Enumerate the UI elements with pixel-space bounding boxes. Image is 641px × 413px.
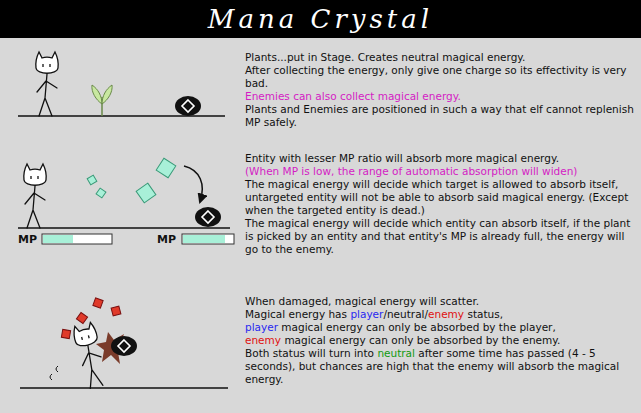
text-block: Plants...put in Stage. Creates neutral m…: [245, 51, 635, 129]
note-text: enemy: [428, 308, 464, 320]
paragraph: Entity with lesser MP ratio will absorb …: [245, 152, 635, 165]
paragraph: Plants and Enemies are positioned in suc…: [245, 103, 635, 129]
title: Mana Crystal: [208, 4, 433, 34]
paragraph: (When MP is low, the range of automatic …: [245, 165, 635, 178]
note-text: Both status will turn into: [245, 347, 374, 359]
note-text: neutral: [387, 308, 425, 320]
section-two-figure-part: [183, 235, 225, 243]
note-text: /: [425, 308, 429, 320]
paragraph: When damaged, magical energy will scatte…: [245, 295, 635, 308]
section-two-figure-part: [134, 181, 157, 204]
note-text: Plants...put in Stage. Creates neutral m…: [245, 51, 525, 63]
paragraph: player magical energy can only be absorb…: [245, 321, 635, 334]
note-text: player: [245, 321, 278, 333]
section-three-figure-part: [111, 306, 121, 316]
note-text: (When MP is low, the range of automatic …: [245, 165, 577, 177]
section-two-figure-part: [184, 166, 202, 202]
paragraph: The magical energy will decide which tar…: [245, 178, 635, 217]
note-text: player: [350, 308, 383, 320]
section-two-figure-part: [24, 164, 47, 228]
paragraph: After collecting the energy, only give o…: [245, 64, 635, 90]
note-text: When damaged, magical energy will scatte…: [245, 295, 479, 307]
paragraph: Magical energy has player/neutral/enemy …: [245, 308, 635, 321]
section-one-figure-part: [175, 96, 201, 116]
section-one-figure-part: [102, 85, 112, 104]
note-text: Entity with lesser MP ratio will absorb …: [245, 152, 559, 164]
section-one-figure-part: [92, 85, 102, 104]
section-three-figure: [20, 298, 228, 389]
section-two-figure-part: [195, 207, 221, 227]
paragraph: Enemies can also collect magical energy.: [245, 90, 635, 103]
paragraph: Plants...put in Stage. Creates neutral m…: [245, 51, 635, 64]
section-two-figure-part: [43, 235, 73, 243]
section-two-figure-part: [182, 234, 234, 244]
paragraph: The magical energy will decide which ent…: [245, 217, 635, 256]
note-text: status,: [467, 308, 503, 320]
note-text: magical energy can only be absorbed by t…: [281, 321, 555, 333]
note-text: neutral: [377, 347, 415, 359]
section-one-figure-part: [18, 115, 225, 117]
section-three-figure-part: [76, 312, 87, 323]
paragraph: enemy magical energy can only be absorbe…: [245, 334, 635, 347]
mp-label: MP: [157, 233, 176, 246]
section-three-figure-part: [61, 329, 70, 338]
section-two-figure-part: [86, 174, 98, 186]
note-text: The magical energy will decide which tar…: [245, 178, 628, 216]
section-three-figure-part: [111, 336, 137, 356]
section-one-figure-part: [36, 52, 59, 116]
note-text: magical energy can only be absorbed by t…: [284, 334, 560, 346]
text-block: When damaged, magical energy will scatte…: [245, 295, 635, 386]
text-block: Entity with lesser MP ratio will absorb …: [245, 152, 635, 256]
paragraph: Both status will turn into neutral after…: [245, 347, 635, 386]
note-text: The magical energy will decide which ent…: [245, 217, 630, 255]
note-text: Magical energy has: [245, 308, 347, 320]
section-two-figure-part: [42, 234, 112, 244]
note-text: Enemies can also collect magical energy.: [245, 90, 461, 102]
section-two-figure-part: [154, 156, 178, 180]
section-three-figure-part: [50, 366, 58, 380]
section-two-figure-part: [18, 227, 230, 229]
title-bar: [0, 0, 641, 38]
mp-label: MP: [18, 233, 37, 246]
note-text: Plants and Enemies are positioned in suc…: [245, 103, 634, 128]
note-text: /: [383, 308, 387, 320]
section-two-figure-part: [95, 187, 107, 199]
title-bar-part: [0, 0, 641, 38]
title-box: Mana Crystal: [0, 0, 641, 38]
section-one-figure: [18, 52, 225, 116]
note-text: enemy: [245, 334, 281, 346]
section-three-figure-part: [20, 387, 228, 389]
note-text: After collecting the energy, only give o…: [245, 64, 627, 89]
section-two-figure: [18, 156, 234, 244]
section-three-figure-part: [93, 298, 103, 308]
